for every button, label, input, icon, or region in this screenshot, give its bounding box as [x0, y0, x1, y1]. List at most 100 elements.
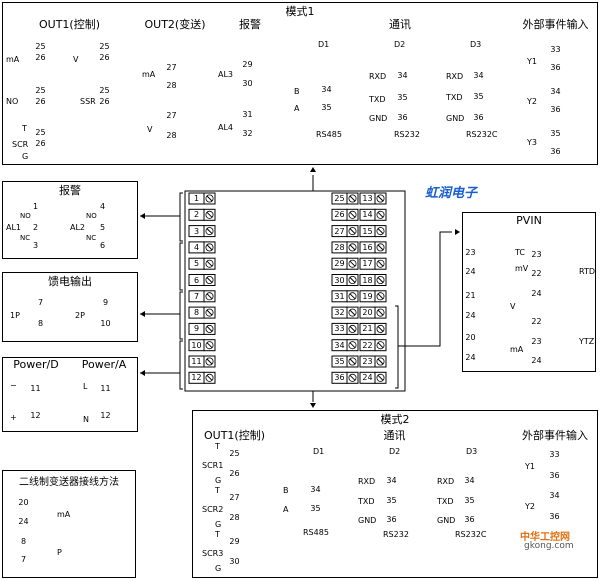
m2-y1-t33-number: 33: [549, 450, 560, 459]
mode1-panel: [2, 2, 598, 165]
main-left-7-number: 7: [193, 291, 200, 301]
watermark-bottom: gkong.com: [524, 541, 574, 551]
out1-v-label: V: [73, 55, 79, 64]
main-left-4-screw-slot: [206, 244, 213, 251]
out1-no-label: NO: [6, 97, 19, 106]
pv-t21a-number: 21: [465, 291, 476, 300]
main-left-3-number: 3: [193, 226, 200, 236]
right-group-bracket: [395, 305, 399, 389]
main-left-8-number: 8: [193, 308, 200, 318]
main-ra-36-screw-slot: [349, 374, 356, 381]
m1-d2-t36-number: 36: [397, 113, 408, 122]
m2-d2-gnd: GND: [358, 516, 377, 525]
m1-d3-t35-number: 35: [473, 92, 484, 101]
m2-d3-t36-number: 36: [464, 515, 475, 524]
main-left-12-screw-slot: [206, 374, 213, 381]
out1-g-label: G: [22, 152, 29, 161]
al2-label: AL2: [70, 223, 86, 232]
main-left-12-number: 12: [191, 373, 202, 383]
pv-t24e-number: 24: [531, 356, 542, 365]
al4-label: AL4: [218, 123, 234, 132]
main-ra-31-screw-slot: [349, 293, 356, 300]
al2-nc-label: NC: [86, 234, 97, 242]
pvin-v-label: V: [510, 302, 516, 311]
m1-t27b-number: 27: [166, 111, 177, 120]
main-rb-16-screw-slot: [377, 244, 384, 251]
main-ra-26-screw-slot: [349, 211, 356, 218]
power-panel: [2, 357, 138, 432]
m1-t25d-number: 25: [99, 86, 110, 95]
pvin-mv-label: mV: [515, 264, 529, 273]
mode1-d2-label: D2: [394, 40, 406, 49]
m2-scr3-label: SCR3: [202, 549, 224, 558]
main-rb-22-number: 22: [362, 340, 373, 350]
main-ra-31-number: 31: [334, 291, 345, 301]
tw-t24-number: 24: [18, 517, 29, 526]
main-left-3-screw-slot: [206, 228, 213, 234]
m2-g1-label: G: [215, 476, 222, 485]
main-ra-30-screw-slot: [349, 277, 356, 283]
m1-y3-t36-number: 36: [550, 147, 561, 156]
m1-t27a-number: 27: [166, 63, 177, 72]
main-ra-32-number: 32: [334, 308, 345, 318]
m1-rs232-label: RS232: [394, 130, 420, 139]
m2-t28-number: 28: [229, 513, 240, 522]
m1-d3-rxd: RXD: [446, 72, 464, 81]
mode2-comm-header: 通讯: [383, 429, 406, 442]
m2-d2-t35-number: 35: [386, 496, 397, 505]
power-a-title: Power/A: [81, 358, 127, 371]
alarm-panel: [2, 181, 138, 259]
al-t6-number: 6: [99, 241, 106, 250]
m2-d3-t34-number: 34: [464, 476, 475, 485]
m1-d1-t35-number: 35: [321, 103, 332, 112]
main-ra-27-number: 27: [334, 226, 345, 236]
main-rb-20-number: 20: [362, 308, 373, 318]
m1-d3-txd: TXD: [446, 93, 463, 102]
mode2-d3-label: D3: [466, 447, 478, 456]
mode1-comm-header: 通讯: [389, 18, 411, 31]
twowire-ma-label: mA: [57, 510, 71, 519]
feed-1p-label: 1P: [10, 311, 20, 320]
arrow-mode1-head: [310, 167, 316, 172]
main-left-9-screw-slot: [206, 326, 213, 332]
pa-t11-number: 11: [100, 384, 111, 393]
m1-t26b-number: 26: [99, 53, 110, 62]
al3-label: AL3: [218, 70, 234, 79]
m2-y1-t36-number: 36: [549, 471, 560, 480]
main-left-10-number: 10: [191, 340, 202, 350]
m1-y2-label: Y2: [527, 97, 537, 106]
pv-t24c-number: 24: [465, 353, 476, 362]
mode1-d1-label: D1: [318, 40, 330, 49]
power-d-plus: +: [10, 413, 17, 422]
pv-t20a-number: 20: [465, 333, 476, 342]
power-a-l: L: [83, 382, 88, 391]
pv-t23a-number: 23: [465, 248, 476, 257]
main-rb-15-screw-slot: [377, 228, 384, 234]
m2-scr1-label: SCR1: [202, 461, 224, 470]
m1-d2-txd: TXD: [369, 95, 386, 104]
m2-t25-number: 25: [229, 449, 240, 458]
main-rb-23-screw-slot: [377, 358, 384, 365]
main-left-5-number: 5: [193, 259, 200, 269]
pv-t24a-number: 24: [465, 267, 476, 276]
pv-t23c-number: 23: [531, 337, 542, 346]
m1-d2-t35-number: 35: [397, 93, 408, 102]
main-left-11-screw-slot: [206, 358, 213, 365]
m2-rs232c-label: RS232C: [455, 530, 487, 539]
m2-t2-label: T: [215, 486, 220, 495]
m2-y2-label: Y2: [525, 502, 535, 511]
feed-t8-number: 8: [37, 319, 44, 328]
m2-scr2-label: SCR2: [202, 505, 224, 514]
left-group-bracket: [179, 192, 183, 242]
pv-t22a-number: 22: [531, 269, 542, 278]
m2-t29-number: 29: [229, 537, 240, 546]
pvin-panel: [462, 212, 596, 372]
main-ra-26-number: 26: [334, 210, 345, 220]
main-ra-33-number: 33: [334, 324, 345, 334]
al-t5-number: 5: [99, 223, 106, 232]
m2-d1-t35-number: 35: [310, 504, 321, 513]
al1-label: AL1: [6, 223, 22, 232]
main-ra-36-number: 36: [334, 373, 345, 383]
power-d-minus: −: [10, 381, 17, 390]
